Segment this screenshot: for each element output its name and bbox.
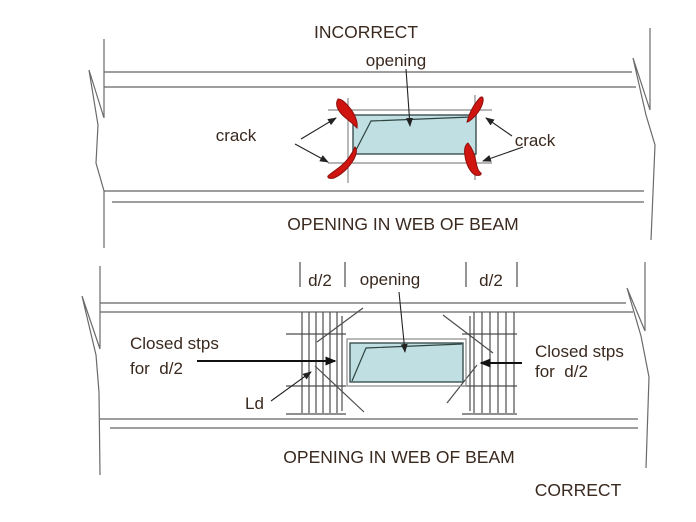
- crack-label-left: crack: [216, 126, 257, 145]
- closed-stps-left-label-line1: Closed stps: [130, 334, 219, 353]
- incorrect-left-break: [88, 39, 105, 248]
- corner-diagonal-bars: [314, 307, 494, 413]
- closed-stps-left-label-line2: for d/2: [130, 359, 183, 378]
- correct-caption: OPENING IN WEB OF BEAM: [283, 447, 514, 467]
- opening-edge-verticals: [341, 316, 471, 411]
- dim-label-left: d/2: [308, 271, 332, 290]
- opening-leader-arrow-top: [405, 68, 413, 127]
- correct-beam-edges: [100, 302, 638, 429]
- incorrect-opening-label: opening: [366, 51, 427, 70]
- correct-opening-label: opening: [360, 270, 421, 289]
- correct-left-break: [81, 266, 101, 476]
- closed-stps-right-label-line1: Closed stps: [535, 342, 624, 361]
- crack-left-arrow-1: [300, 117, 337, 140]
- crack-right-arrow-2: [482, 146, 524, 162]
- incorrect-caption: OPENING IN WEB OF BEAM: [287, 214, 518, 234]
- incorrect-opening-rect: [352, 114, 477, 155]
- crack-left-arrow-2: [294, 143, 329, 163]
- correct-opening-rect: [349, 342, 464, 383]
- crack-right-arrow-1: [485, 117, 513, 137]
- crack-blob-top-left: [336, 98, 358, 130]
- crack-label-right: crack: [515, 131, 556, 150]
- crack-blob-top-right: [466, 96, 484, 123]
- correct-right-break: [626, 262, 650, 469]
- correct-opening-frame: [346, 338, 467, 387]
- crack-blob-bottom-left: [327, 146, 357, 179]
- closed-stirrups-left: [301, 312, 338, 413]
- incorrect-right-break: [632, 28, 656, 241]
- ld-leader-arrow: [270, 371, 312, 402]
- incorrect-diagram: INCORRECT opening crack crack OPENING IN…: [88, 22, 656, 248]
- dim-label-right: d/2: [479, 271, 503, 290]
- correct-verdict: CORRECT: [535, 480, 622, 500]
- correct-opening-crack-path: [351, 343, 463, 382]
- opening-leader-arrow-bottom: [398, 291, 408, 353]
- closed-stps-right-label-line2: for d/2: [535, 362, 588, 381]
- incorrect-opening-construction-lines: [328, 95, 492, 183]
- correct-diagram: d/2 opening d/2 Closed stps for d/2 Ld C…: [81, 262, 650, 500]
- band-horizontal-bars-right: [462, 333, 517, 415]
- ld-label: Ld: [245, 394, 264, 413]
- incorrect-beam-edges: [104, 71, 644, 203]
- incorrect-opening-crack-path: [354, 116, 472, 153]
- crack-blob-bottom-right: [464, 142, 482, 176]
- dimension-ticks: [299, 262, 518, 287]
- incorrect-title: INCORRECT: [314, 22, 418, 42]
